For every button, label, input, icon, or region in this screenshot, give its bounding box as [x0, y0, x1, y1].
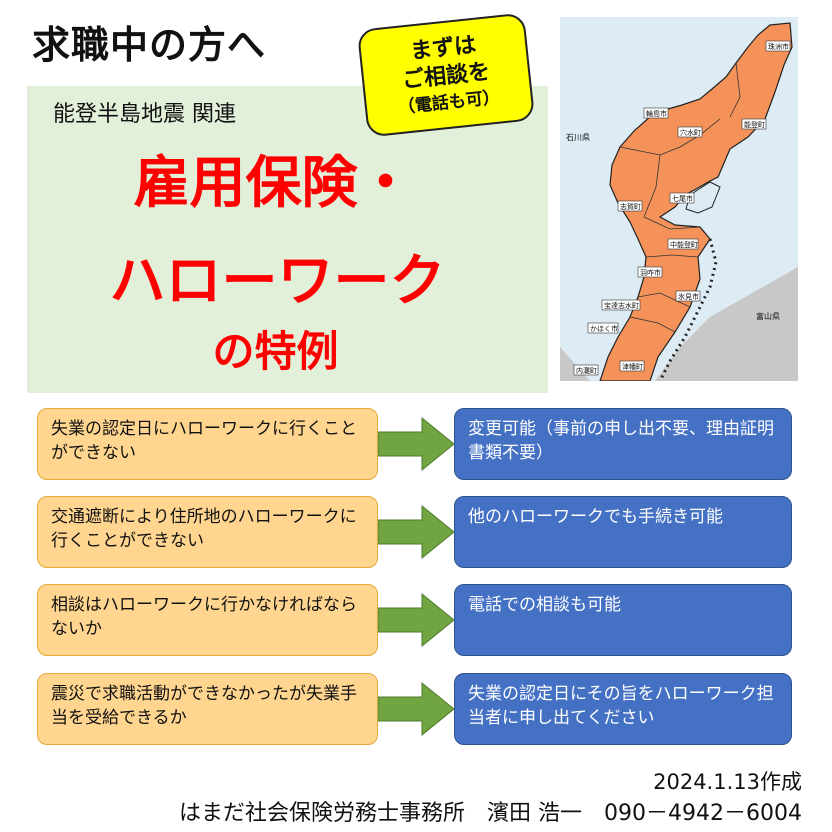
- map-tag-nakanoto: 中能登町: [667, 238, 699, 250]
- map-noto-land: [599, 22, 793, 381]
- question-box-4: 震災で求職活動ができなかったが失業手当を受給できるか: [37, 673, 378, 745]
- answer-text-4: 失業の認定日にその旨をハローワーク担当者に申し出てください: [468, 684, 774, 728]
- map-tag-nanao: 七尾市: [669, 192, 695, 204]
- map-tag-hodatsushimizu: 宝達志水町: [601, 299, 641, 311]
- office-contact: はまだ社会保険労務士事務所 濱田 浩一 090－4942－6004: [179, 801, 802, 826]
- map-tag-himi: 氷見市: [675, 290, 701, 302]
- hero-panel: 能登半島地震 関連 雇用保険・ ハローワーク の特例: [27, 86, 548, 393]
- map-label-uchinada: 内灘町: [576, 366, 597, 375]
- map-label-kahoku: かほく市: [590, 324, 618, 333]
- map-label-nakanoto: 中能登町: [670, 240, 698, 249]
- hero-title-line3: の特例: [212, 327, 339, 376]
- map-label-shika: 志賀町: [620, 202, 641, 211]
- map-tag-noto: 能登町: [741, 118, 767, 130]
- question-text-2: 交通遮断により住所地のハローワークに行くことができない: [51, 507, 357, 551]
- created-date: 2024.1.13作成: [653, 770, 802, 794]
- page-heading: 求職中の方へ: [32, 23, 267, 67]
- answer-box-2: 他のハローワークでも手続き可能: [454, 496, 792, 568]
- question-box-1: 失業の認定日にハローワークに行くことができない: [37, 408, 378, 480]
- consult-callout: まずは ご相談を （電話も可）: [356, 12, 536, 138]
- hero-subtitle: 能登半島地震 関連: [53, 102, 236, 127]
- hero-title-line1: 雇用保険・: [133, 151, 414, 216]
- arrow-right-icon: [378, 681, 455, 737]
- answer-text-2: 他のハローワークでも手続き可能: [468, 507, 723, 527]
- map-label-wajima: 輪島市: [646, 109, 667, 118]
- map-label-himi: 氷見市: [678, 292, 699, 301]
- map-tag-kahoku: かほく市: [587, 322, 619, 334]
- map-prefecture-border: [658, 238, 718, 381]
- map-tag-hakui: 羽咋市: [637, 266, 663, 278]
- map-tag-tsubata: 津幡町: [619, 360, 645, 372]
- question-text-1: 失業の認定日にハローワークに行くことができない: [51, 419, 357, 463]
- map-label-suzu: 珠洲市: [768, 42, 789, 51]
- map-tag-suzu: 珠洲市: [765, 40, 791, 52]
- answer-text-1: 変更可能（事前の申し出不要、理由証明書類不要）: [468, 419, 774, 463]
- question-text-3: 相談はハローワークに行かなければならないか: [51, 595, 357, 639]
- answer-box-1: 変更可能（事前の申し出不要、理由証明書類不要）: [454, 408, 792, 480]
- answer-box-4: 失業の認定日にその旨をハローワーク担当者に申し出てください: [454, 673, 792, 745]
- map-label-nanao: 七尾市: [672, 194, 693, 203]
- map-label-toyama: 富山県: [756, 311, 780, 321]
- hero-title-line2: ハローワーク: [109, 249, 446, 314]
- map-label-noto: 能登町: [744, 120, 765, 129]
- answer-text-3: 電話での相談も可能: [468, 595, 621, 615]
- map-label-anamizu: 穴水町: [680, 128, 701, 137]
- map-label-hakui: 羽咋市: [640, 268, 661, 277]
- question-box-3: 相談はハローワークに行かなければならないか: [37, 584, 378, 656]
- arrow-right-icon: [378, 592, 455, 648]
- noto-peninsula-map: 石川県 富山県 珠洲市 輪島市 能登町 穴水町 七尾市 志賀町 中能登町 羽咋市…: [560, 17, 798, 381]
- map-tag-shika: 志賀町: [617, 200, 643, 212]
- map-borders: [619, 62, 741, 333]
- map-label-tsubata: 津幡町: [622, 362, 643, 371]
- map-toyama-land: [655, 267, 798, 381]
- arrow-right-icon: [378, 416, 455, 472]
- map-label-ishikawa: 石川県: [566, 133, 590, 142]
- map-label-hodatsushimizu: 宝達志水町: [604, 301, 639, 310]
- map-nanao-bay: [685, 181, 721, 214]
- map-tag-wajima: 輪島市: [643, 107, 669, 119]
- arrow-right-icon: [378, 504, 455, 560]
- map-tag-anamizu: 穴水町: [677, 126, 703, 138]
- question-text-4: 震災で求職活動ができなかったが失業手当を受給できるか: [51, 684, 357, 728]
- question-box-2: 交通遮断により住所地のハローワークに行くことができない: [37, 496, 378, 568]
- answer-box-3: 電話での相談も可能: [454, 584, 792, 656]
- map-tag-uchinada: 内灘町: [573, 364, 599, 376]
